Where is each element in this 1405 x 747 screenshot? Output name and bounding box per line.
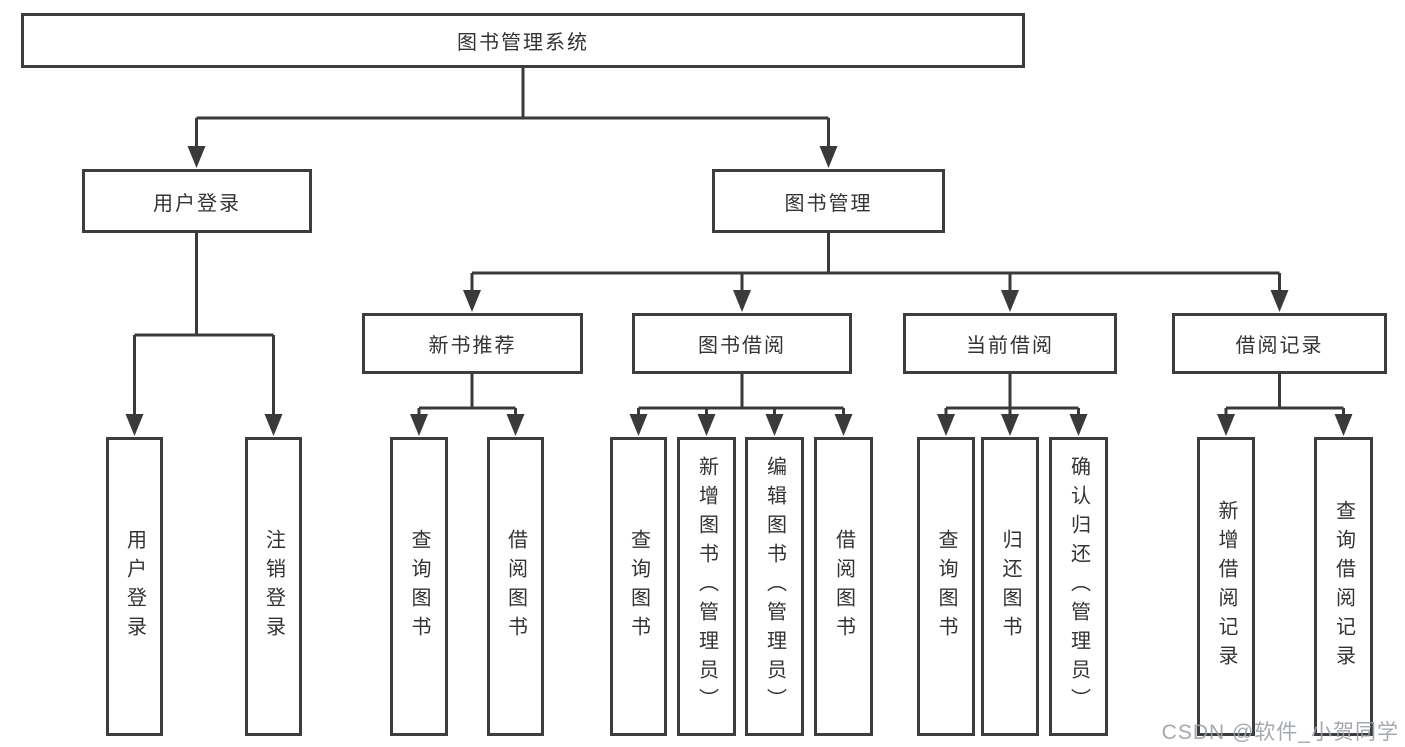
node-label: 查询图书 [627, 528, 650, 645]
node-label: 用户登录 [153, 192, 241, 215]
leaf-borrow-books-recommend: 借阅图书 [487, 437, 544, 736]
leaf-query-books-current: 查询图书 [917, 437, 975, 736]
node-label: 注销登录 [262, 528, 285, 645]
node-label: 借阅图书 [504, 528, 527, 645]
node-label: 查询图书 [935, 528, 957, 645]
node-new-book-recommend: 新书推荐 [362, 313, 583, 374]
leaf-user-login: 用户登录 [106, 437, 163, 736]
node-label: 图书借阅 [698, 335, 786, 357]
node-label: 用户登录 [123, 528, 146, 645]
node-book-management-system: 图书管理系统 [21, 13, 1025, 68]
leaf-return-books: 归还图书 [981, 437, 1039, 736]
leaf-edit-book-admin: 编辑图书（管理员） [745, 437, 804, 736]
node-label: 当前借阅 [966, 335, 1054, 357]
node-label: 新增图书（管理员） [695, 456, 718, 717]
node-book-management: 图书管理 [712, 169, 945, 233]
leaf-query-books-recommend: 查询图书 [390, 437, 448, 736]
node-book-borrowing: 图书借阅 [632, 313, 852, 374]
node-label: 图书管理系统 [457, 32, 589, 54]
node-label: 归还图书 [999, 528, 1021, 645]
leaf-add-book-admin: 新增图书（管理员） [677, 437, 736, 736]
node-label: 编辑图书（管理员） [763, 456, 786, 717]
node-current-borrowing: 当前借阅 [903, 313, 1117, 374]
leaf-confirm-return-admin: 确认归还（管理员） [1049, 437, 1108, 736]
node-label: 查询图书 [408, 528, 430, 645]
node-label: 借阅记录 [1235, 335, 1324, 357]
leaf-query-borrow-record: 查询借阅记录 [1314, 437, 1373, 736]
node-label: 新书推荐 [428, 335, 517, 357]
leaf-borrow-books: 借阅图书 [814, 437, 873, 736]
csdn-watermark: CSDN @软件_小贺同学 [1161, 721, 1399, 744]
leaf-add-borrow-record: 新增借阅记录 [1197, 437, 1255, 736]
node-label: 借阅图书 [832, 528, 855, 645]
node-label: 查询借阅记录 [1332, 499, 1355, 674]
node-label: 新增借阅记录 [1215, 499, 1237, 674]
leaf-query-books-borrowing: 查询图书 [610, 437, 667, 736]
node-borrowing-records: 借阅记录 [1172, 313, 1387, 374]
node-label: 图书管理 [784, 192, 873, 215]
node-user-login: 用户登录 [82, 169, 312, 233]
node-label: 确认归还（管理员） [1067, 456, 1090, 717]
leaf-logout: 注销登录 [245, 437, 302, 736]
